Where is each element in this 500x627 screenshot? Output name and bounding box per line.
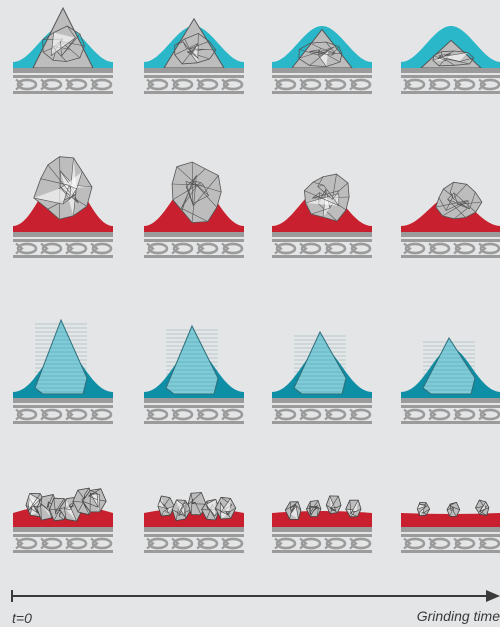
panel-r3-c3 bbox=[272, 332, 372, 424]
panel-r2-c3 bbox=[272, 174, 372, 258]
panel-r2-c1 bbox=[13, 157, 113, 258]
panel-r1-c2 bbox=[144, 19, 244, 94]
time-axis-label: Grinding time bbox=[417, 608, 500, 624]
time-start-label: t=0 bbox=[12, 610, 32, 626]
panel-r2-c2 bbox=[144, 162, 244, 258]
panel-r3-c1 bbox=[13, 320, 113, 424]
panel-r4-c4 bbox=[401, 500, 500, 553]
panel-r2-c4 bbox=[401, 182, 500, 258]
panel-r4-c2 bbox=[144, 493, 244, 554]
panel-r1-c3 bbox=[272, 26, 372, 94]
panel-r3-c2 bbox=[144, 326, 244, 424]
panel-r4-c3 bbox=[272, 496, 372, 553]
panel-r1-c4 bbox=[401, 26, 500, 94]
time-axis bbox=[12, 590, 500, 602]
panel-r4-c1 bbox=[13, 488, 113, 553]
panel-r1-c1 bbox=[13, 8, 113, 94]
panel-r3-c4 bbox=[401, 338, 500, 424]
